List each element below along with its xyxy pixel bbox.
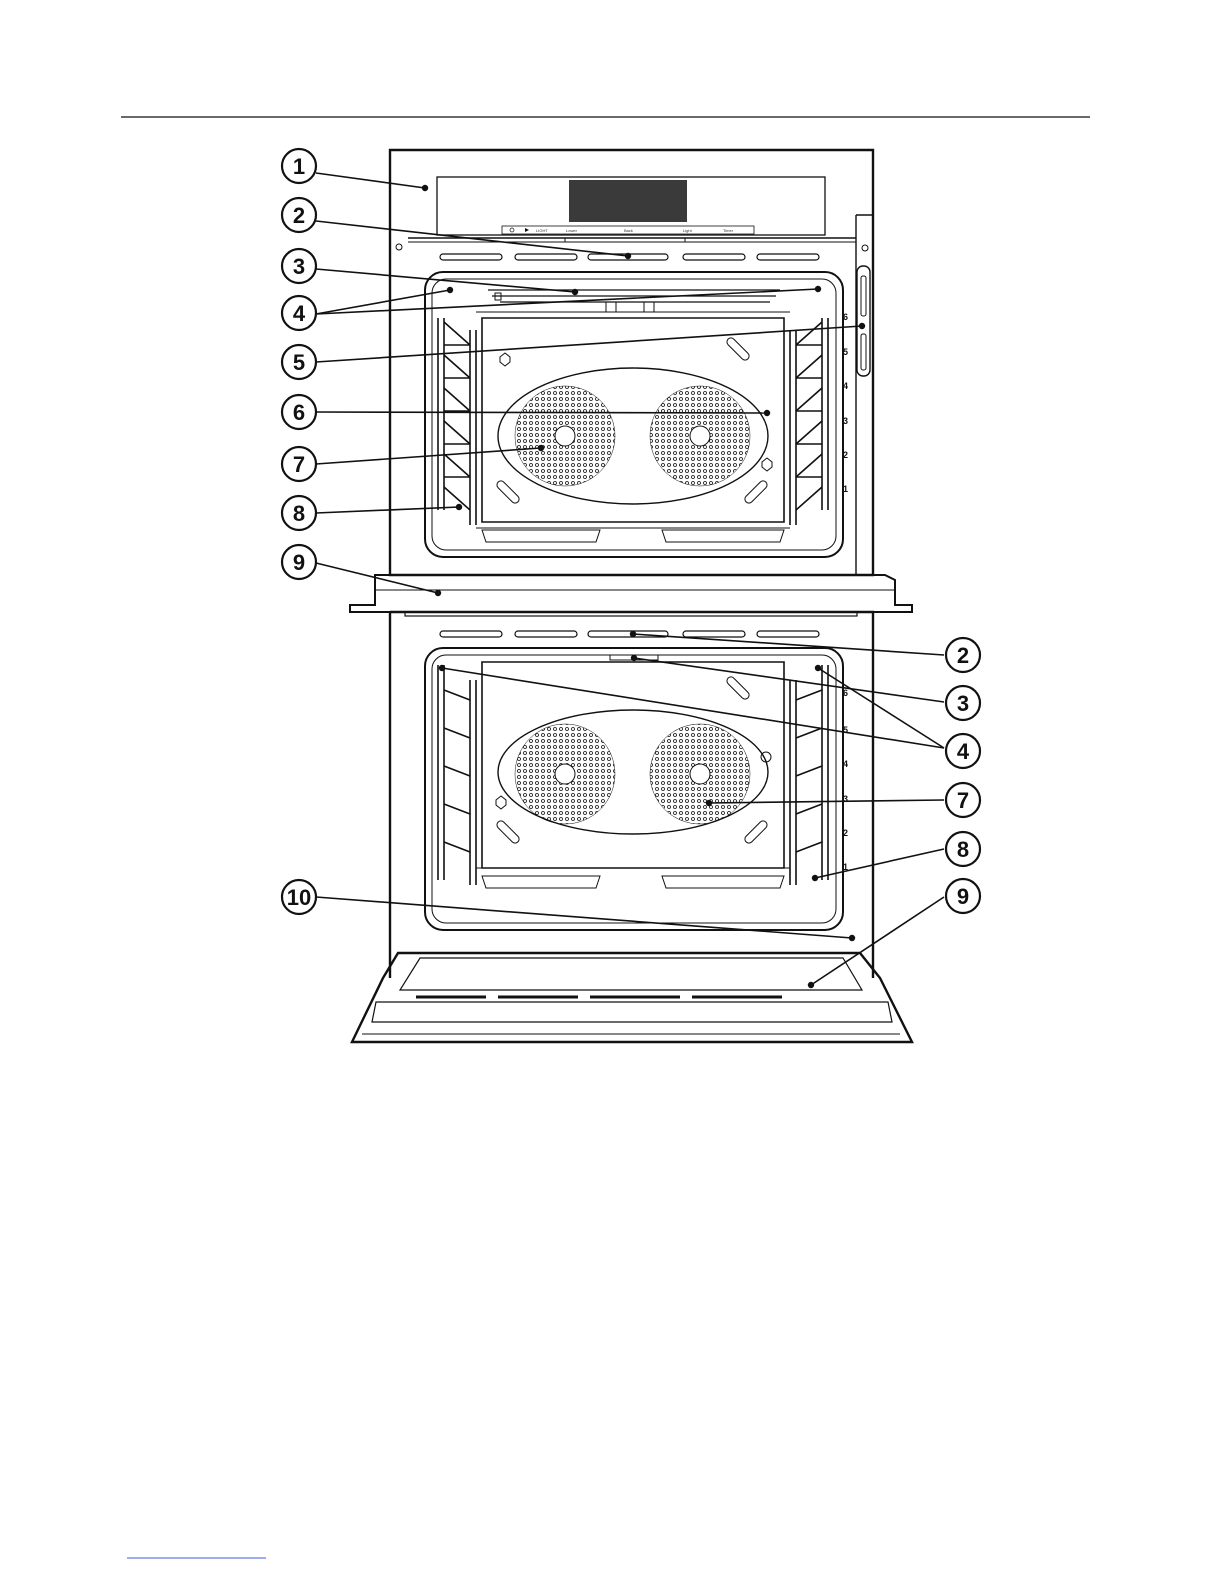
panel-label-back: Back bbox=[624, 228, 633, 233]
callout-8-lower: 8 bbox=[946, 832, 980, 866]
lower-rack-guide-left bbox=[438, 665, 476, 885]
upper-rack-guide-left bbox=[438, 318, 476, 525]
upper-oven-door-handle bbox=[350, 575, 912, 612]
callout-5: 5 bbox=[282, 345, 316, 379]
callout-7-upper-label: 7 bbox=[293, 452, 305, 477]
callout-9-lower: 9 bbox=[946, 879, 980, 913]
callout-7-lower: 7 bbox=[946, 783, 980, 817]
callout-1: 1 bbox=[282, 149, 316, 183]
upper-rack-level-1: 1 bbox=[843, 484, 848, 494]
callout-9-lower-label: 9 bbox=[957, 884, 969, 909]
panel-label-light: LIGHT bbox=[536, 228, 548, 233]
callout-7-upper: 7 bbox=[282, 447, 316, 481]
lower-rack-level-2: 2 bbox=[843, 828, 848, 838]
callout-10: 10 bbox=[282, 880, 316, 914]
callout-7-lower-label: 7 bbox=[957, 788, 969, 813]
control-panel: LIGHT Lower Back Light Timer bbox=[437, 177, 825, 235]
panel-label-lower: Lower bbox=[566, 228, 578, 233]
upper-fan-left bbox=[515, 386, 615, 486]
callout-4-upper: 4 bbox=[282, 296, 316, 330]
lower-oven-door bbox=[352, 953, 912, 1042]
callout-2-upper-label: 2 bbox=[293, 203, 305, 228]
power-icon bbox=[510, 228, 514, 232]
lower-rack-level-5: 5 bbox=[843, 725, 848, 735]
callout-10-label: 10 bbox=[287, 885, 311, 910]
callout-3-upper-label: 3 bbox=[293, 254, 305, 279]
upper-rack-level-4: 4 bbox=[843, 381, 848, 391]
upper-rack-level-5: 5 bbox=[843, 347, 848, 357]
callout-4-lower-label: 4 bbox=[957, 739, 970, 764]
callout-2-lower: 2 bbox=[946, 638, 980, 672]
callout-6: 6 bbox=[282, 395, 316, 429]
upper-rack-level-6: 6 bbox=[843, 312, 848, 322]
callout-8-upper-label: 8 bbox=[293, 501, 305, 526]
lower-rack-guide-right bbox=[790, 665, 828, 885]
callout-8-lower-label: 8 bbox=[957, 837, 969, 862]
callout-6-label: 6 bbox=[293, 400, 305, 425]
lower-rack-level-3: 3 bbox=[843, 794, 848, 804]
callout-3-lower-label: 3 bbox=[957, 691, 969, 716]
display-screen bbox=[569, 180, 687, 222]
upper-oven-cavity: 6 5 4 3 2 1 bbox=[425, 254, 848, 557]
callout-2-upper: 2 bbox=[282, 198, 316, 232]
callout-9-upper: 9 bbox=[282, 545, 316, 579]
callout-leaders bbox=[316, 173, 944, 988]
upper-rack-guide-right bbox=[790, 318, 828, 525]
lower-rack-level-6: 6 bbox=[843, 688, 848, 698]
lower-fan-right bbox=[650, 724, 750, 824]
play-icon bbox=[525, 228, 529, 232]
upper-rack-level-2: 2 bbox=[843, 450, 848, 460]
panel-label-timer: Timer bbox=[723, 228, 734, 233]
lower-fan-left bbox=[515, 724, 615, 824]
callout-2-lower-label: 2 bbox=[957, 643, 969, 668]
callout-3-upper: 3 bbox=[282, 249, 316, 283]
callout-4-lower: 4 bbox=[946, 734, 980, 768]
lower-rack-level-4: 4 bbox=[843, 759, 848, 769]
callout-9-upper-label: 9 bbox=[293, 550, 305, 575]
callout-1-label: 1 bbox=[293, 154, 305, 179]
callout-5-label: 5 bbox=[293, 350, 305, 375]
callout-3-lower: 3 bbox=[946, 686, 980, 720]
callout-4-upper-label: 4 bbox=[293, 301, 306, 326]
callout-8-upper: 8 bbox=[282, 496, 316, 530]
upper-fan-right bbox=[650, 386, 750, 486]
panel-label-light2: Light bbox=[683, 228, 693, 233]
upper-rack-level-3: 3 bbox=[843, 416, 848, 426]
oven-body: LIGHT Lower Back Light Timer bbox=[350, 150, 912, 1042]
